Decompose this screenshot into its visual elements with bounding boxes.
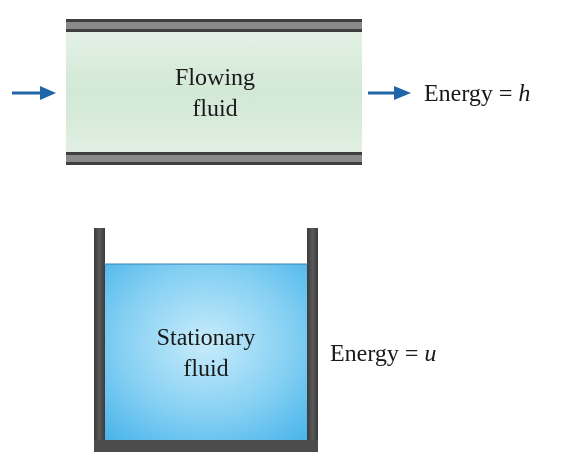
tank-fluid xyxy=(104,264,308,440)
tank-energy-prefix: Energy = xyxy=(330,341,425,367)
pipe-energy-label: Energy = h xyxy=(424,79,530,109)
pipe xyxy=(66,19,362,165)
tank-energy-symbol: u xyxy=(424,341,437,367)
outlet-arrow-icon xyxy=(368,86,411,100)
pipe-energy-prefix: Energy = xyxy=(424,81,519,107)
tank-label-line1: Stationary xyxy=(156,325,256,351)
tank-label-line2: fluid xyxy=(183,356,229,382)
pipe-top-wall xyxy=(66,19,362,32)
tank-left-wall xyxy=(94,228,105,452)
tank xyxy=(94,228,318,452)
tank-right-wall xyxy=(307,228,318,452)
pipe-fluid xyxy=(66,32,362,152)
tank-bottom-wall xyxy=(94,440,318,452)
pipe-energy-symbol: h xyxy=(518,81,531,107)
inlet-arrow-icon xyxy=(12,86,56,100)
tank-energy-label: Energy = u xyxy=(330,339,436,369)
pipe-label-line2: fluid xyxy=(192,96,238,122)
pipe-label: Flowing fluid xyxy=(160,63,270,125)
tank-label: Stationary fluid xyxy=(120,323,292,385)
pipe-bottom-wall xyxy=(66,152,362,165)
pipe-label-line1: Flowing xyxy=(174,65,255,91)
